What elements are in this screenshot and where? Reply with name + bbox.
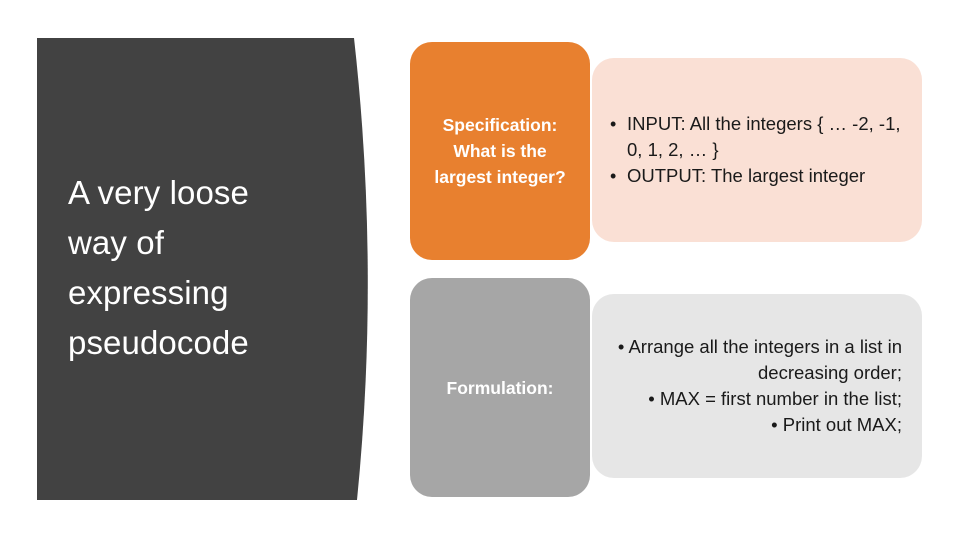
specification-body-box: INPUT: All the integers { … -2, -1, 0, 1… xyxy=(592,58,922,242)
specification-label-box: Specification: What is the largest integ… xyxy=(410,42,590,260)
left-banner: A very loose way of expressing pseudocod… xyxy=(0,0,400,540)
list-item: • Print out MAX; xyxy=(771,414,902,435)
formulation-body-box: • Arrange all the integers in a list in … xyxy=(592,294,922,478)
list-item: INPUT: All the integers { … -2, -1, 0, 1… xyxy=(610,111,902,163)
specification-bullet-list: INPUT: All the integers { … -2, -1, 0, 1… xyxy=(610,111,902,189)
list-item: • Arrange all the integers in a list in … xyxy=(617,336,902,383)
formulation-label-box: Formulation: xyxy=(410,278,590,497)
formulation-bullet-list: • Arrange all the integers in a list in … xyxy=(610,334,902,438)
banner-shape-icon xyxy=(37,38,368,500)
list-item: OUTPUT: The largest integer xyxy=(610,163,902,189)
page-title: A very loose way of expressing pseudocod… xyxy=(68,174,249,361)
list-item: • MAX = first number in the list; xyxy=(648,388,902,409)
